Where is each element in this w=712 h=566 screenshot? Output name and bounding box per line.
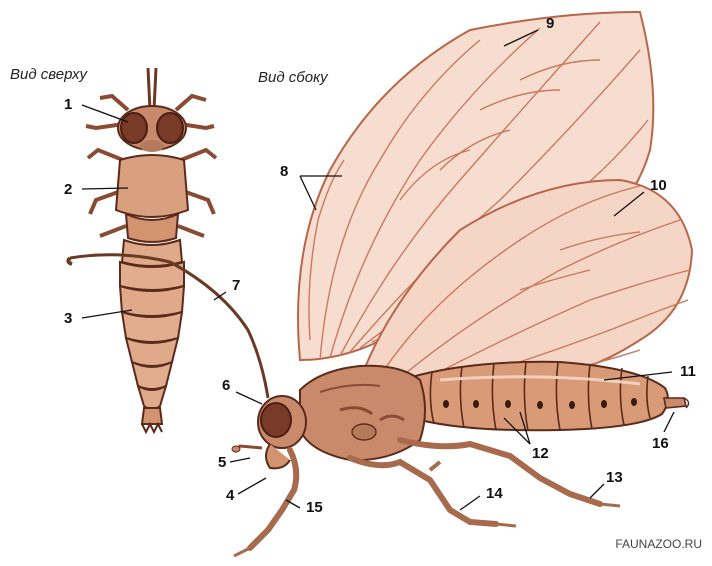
label-13: 13: [606, 470, 623, 485]
label-7: 7: [232, 278, 240, 293]
label-2: 2: [64, 182, 72, 197]
label-14: 14: [486, 486, 503, 501]
label-3: 3: [64, 311, 72, 326]
top-view-insect: [86, 68, 216, 432]
label-9: 9: [546, 16, 554, 31]
label-10: 10: [650, 178, 667, 193]
label-12: 12: [532, 446, 549, 461]
label-1: 1: [64, 97, 72, 112]
label-15: 15: [306, 500, 323, 515]
label-16: 16: [652, 436, 669, 451]
label-11: 11: [680, 364, 696, 379]
label-4: 4: [226, 488, 234, 503]
label-6: 6: [222, 378, 230, 393]
label-5: 5: [218, 455, 226, 470]
top-view-caption: Вид сверху: [10, 66, 87, 83]
watermark: FAUNAZOO.RU: [615, 537, 702, 551]
label-8: 8: [280, 164, 288, 179]
side-view-caption: Вид сбоку: [258, 69, 328, 86]
